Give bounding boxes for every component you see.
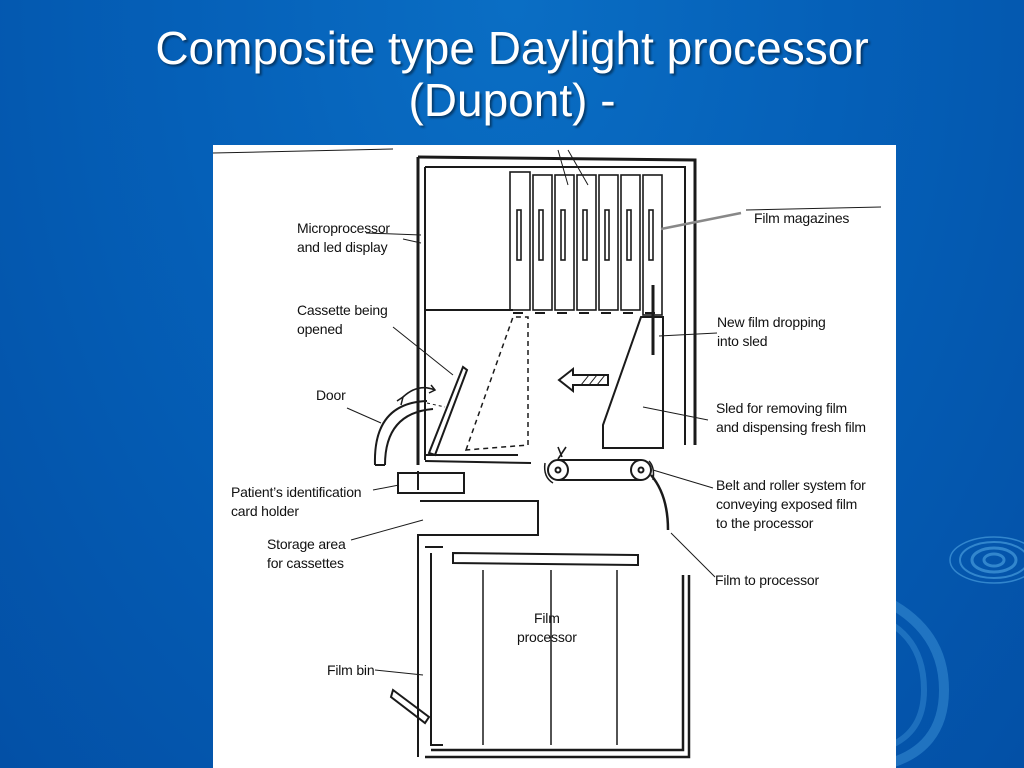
slide-title: Composite type Daylight processor (Dupon… [0,22,1024,126]
label-cassette-line-2: opened [297,321,343,337]
label-belt-and-roller: Belt and roller system for conveying exp… [716,476,866,533]
label-microprocessor-line-2: and led display [297,239,388,255]
diagram-drawing [213,148,882,759]
label-film-to-processor: Film to processor [715,572,819,588]
label-sled-line-2: and dispensing fresh film [716,419,866,435]
label-new-film-line-2: into sled [717,333,768,349]
label-film-bin: Film bin [327,662,375,678]
hatched-arrow-left-icon [557,366,609,394]
label-belt-line-3: to the processor [716,515,814,531]
slide-title-line-2: (Dupont) - [408,74,616,126]
label-new-film-line-1: New film dropping [717,314,826,330]
label-patient-id-card-holder: Patient’s identification card holder [231,483,362,521]
label-cassette-being-opened: Cassette being opened [297,301,388,339]
label-microprocessor: Microprocessor and led display [297,219,390,257]
label-film-magazines: Film magazines [754,210,850,226]
label-cassette-line-1: Cassette being [297,302,388,318]
label-storage-area: Storage area for cassettes [267,535,346,573]
label-belt-line-2: conveying exposed film [716,496,858,512]
water-ripple-decoration [884,536,1024,768]
label-microprocessor-line-1: Microprocessor [297,220,390,236]
label-door: Door [316,387,346,403]
label-storage-line-1: Storage area [267,536,346,552]
label-new-film-dropping: New film dropping into sled [717,313,826,351]
label-film-processor-line-2: processor [517,629,577,645]
label-sled: Sled for removing film and dispensing fr… [716,399,866,437]
slide-title-line-1: Composite type Daylight processor [155,22,869,74]
daylight-processor-diagram: Film magazines Microprocessor and led di… [213,145,896,768]
roller-icon [543,459,655,484]
label-belt-line-1: Belt and roller system for [716,477,866,493]
label-film-processor: Film processor [517,609,577,647]
label-storage-line-2: for cassettes [267,555,344,571]
label-sled-line-1: Sled for removing film [716,400,847,416]
label-patient-id-line-1: Patient’s identification [231,484,362,500]
label-film-processor-line-1: Film [534,610,560,626]
label-patient-id-line-2: card holder [231,503,299,519]
